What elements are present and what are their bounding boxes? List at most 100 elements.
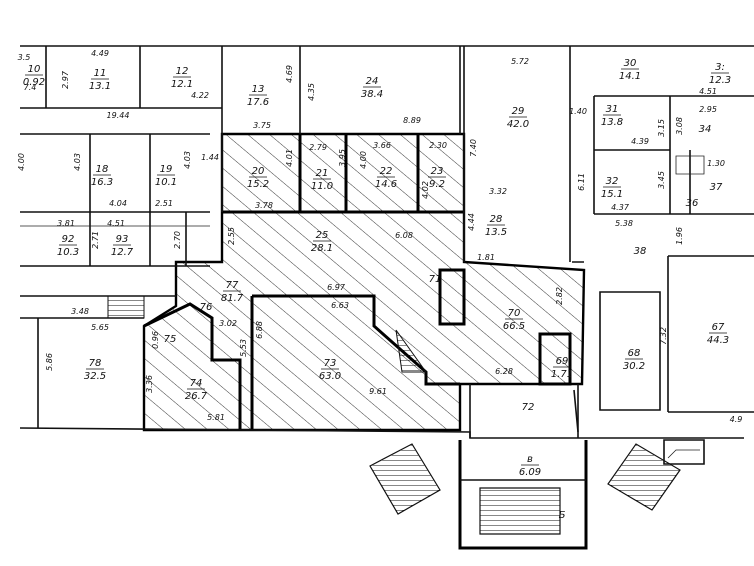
room-area: 81.7 bbox=[221, 293, 244, 304]
room-area: 28.1 bbox=[311, 243, 333, 254]
hatched-zone bbox=[142, 132, 586, 432]
room-area: 26.7 bbox=[185, 391, 208, 402]
room-r74: 74 26.7 bbox=[185, 378, 208, 402]
room-number: 22 bbox=[380, 166, 393, 177]
room-number: 76 bbox=[200, 302, 213, 313]
dimension-label: 3.66 bbox=[373, 141, 391, 150]
room-r24: 24 38.4 bbox=[361, 76, 383, 100]
dimension-label: 2.71 bbox=[91, 231, 100, 249]
dimension-label: 5.72 bbox=[511, 57, 529, 66]
room-area: 66.5 bbox=[503, 321, 525, 332]
dimension-label: 4.01 bbox=[285, 149, 294, 167]
entrance-block bbox=[458, 384, 705, 550]
dimension-label: 3.45 bbox=[657, 171, 666, 189]
room-number: 92 bbox=[62, 234, 75, 245]
dimension-label: 7.40 bbox=[469, 139, 478, 157]
room-number: 20 bbox=[252, 166, 265, 177]
dimension-label: 3.81 bbox=[57, 219, 75, 228]
room-number: 70 bbox=[508, 308, 521, 319]
dimension-label: 4.00 bbox=[359, 151, 368, 169]
room-area: 0.92 bbox=[23, 77, 45, 88]
dimension-label: 4.69 bbox=[285, 65, 294, 83]
dimension-label: 2.82 bbox=[555, 287, 564, 305]
room-area: 1.71 bbox=[551, 369, 573, 380]
dimension-label: 2.30 bbox=[429, 141, 447, 150]
dimension-label: 4.02 bbox=[421, 181, 430, 199]
dimension-label: 4.44 bbox=[467, 213, 476, 231]
room-number: 13 bbox=[252, 84, 265, 95]
dimension-label: 1.40 bbox=[569, 107, 587, 116]
room-r23: 239.2 bbox=[428, 166, 446, 190]
room-number: 71 bbox=[429, 274, 442, 285]
room-area: 12.7 bbox=[111, 247, 134, 258]
dimension-label: 2.97 bbox=[61, 70, 70, 89]
room-number: 74 bbox=[190, 378, 203, 389]
room-number: 11 bbox=[94, 68, 107, 79]
room-number: 78 bbox=[89, 358, 102, 369]
room-area: 16.3 bbox=[91, 177, 113, 188]
room-r18: 18 16.3 bbox=[91, 164, 113, 188]
room-r72: 72 bbox=[522, 402, 535, 413]
dimension-label: 2.95 bbox=[699, 105, 717, 114]
dimension-label: 3.48 bbox=[71, 307, 89, 316]
dimension-label: 9.61 bbox=[369, 387, 387, 396]
room-r92: 92 10.3 bbox=[57, 234, 79, 258]
room-area: 6.09 bbox=[519, 467, 541, 478]
room-number: 69 bbox=[556, 356, 569, 367]
room-area: 14.6 bbox=[375, 179, 397, 190]
dimension-label: 3.36 bbox=[145, 375, 154, 393]
room-number: 10 bbox=[28, 64, 41, 75]
dimension-label: 2.79 bbox=[309, 143, 327, 152]
room-area: 63.0 bbox=[319, 371, 341, 382]
dimension-label: 4.49 bbox=[91, 49, 109, 58]
dimension-label: 2.55 bbox=[227, 227, 236, 245]
room-rv: в6.09 bbox=[519, 454, 541, 478]
room-area: 10.1 bbox=[155, 177, 177, 188]
room-number: 38 bbox=[634, 246, 647, 257]
dimension-label: 1.96 bbox=[675, 227, 684, 245]
dimension-label: 6.08 bbox=[395, 231, 413, 240]
room-r10: 100.92 bbox=[23, 64, 45, 88]
dimension-label: 1.30 bbox=[707, 159, 725, 168]
room-area: 10.3 bbox=[57, 247, 79, 258]
room-number: 93 bbox=[116, 234, 129, 245]
room-r22: 22 14.6 bbox=[375, 166, 397, 190]
room-number: 68 bbox=[628, 348, 641, 359]
room-area: 13.5 bbox=[485, 227, 507, 238]
room-number: 21 bbox=[316, 168, 329, 179]
room-number: 30 bbox=[624, 58, 637, 69]
room-area: 38.4 bbox=[361, 89, 383, 100]
room-number: 67 bbox=[712, 322, 725, 333]
dimension-label: 3.08 bbox=[675, 117, 684, 135]
dimension-label: 4.51 bbox=[699, 87, 717, 96]
room-area: 14.1 bbox=[619, 71, 641, 82]
room-number: 18 bbox=[96, 164, 109, 175]
room-r34: 34 bbox=[699, 124, 712, 135]
dimension-label: 4.9 bbox=[730, 415, 743, 424]
room-area: 13.8 bbox=[601, 117, 623, 128]
dimension-label: 8.89 bbox=[403, 116, 421, 125]
dimension-label: 5.81 bbox=[207, 413, 225, 422]
room-number: 24 bbox=[366, 76, 379, 87]
room-r75: 75 bbox=[164, 334, 177, 345]
dimension-labels: 3.57.44.492.974.224.694.355.724.512.9519… bbox=[17, 49, 742, 424]
room-r36: 36 bbox=[686, 198, 699, 209]
room-number: 72 bbox=[522, 402, 535, 413]
room-number: 23 bbox=[431, 166, 444, 177]
dimension-label: 6.88 bbox=[255, 321, 264, 339]
room-number: 34 bbox=[699, 124, 712, 135]
